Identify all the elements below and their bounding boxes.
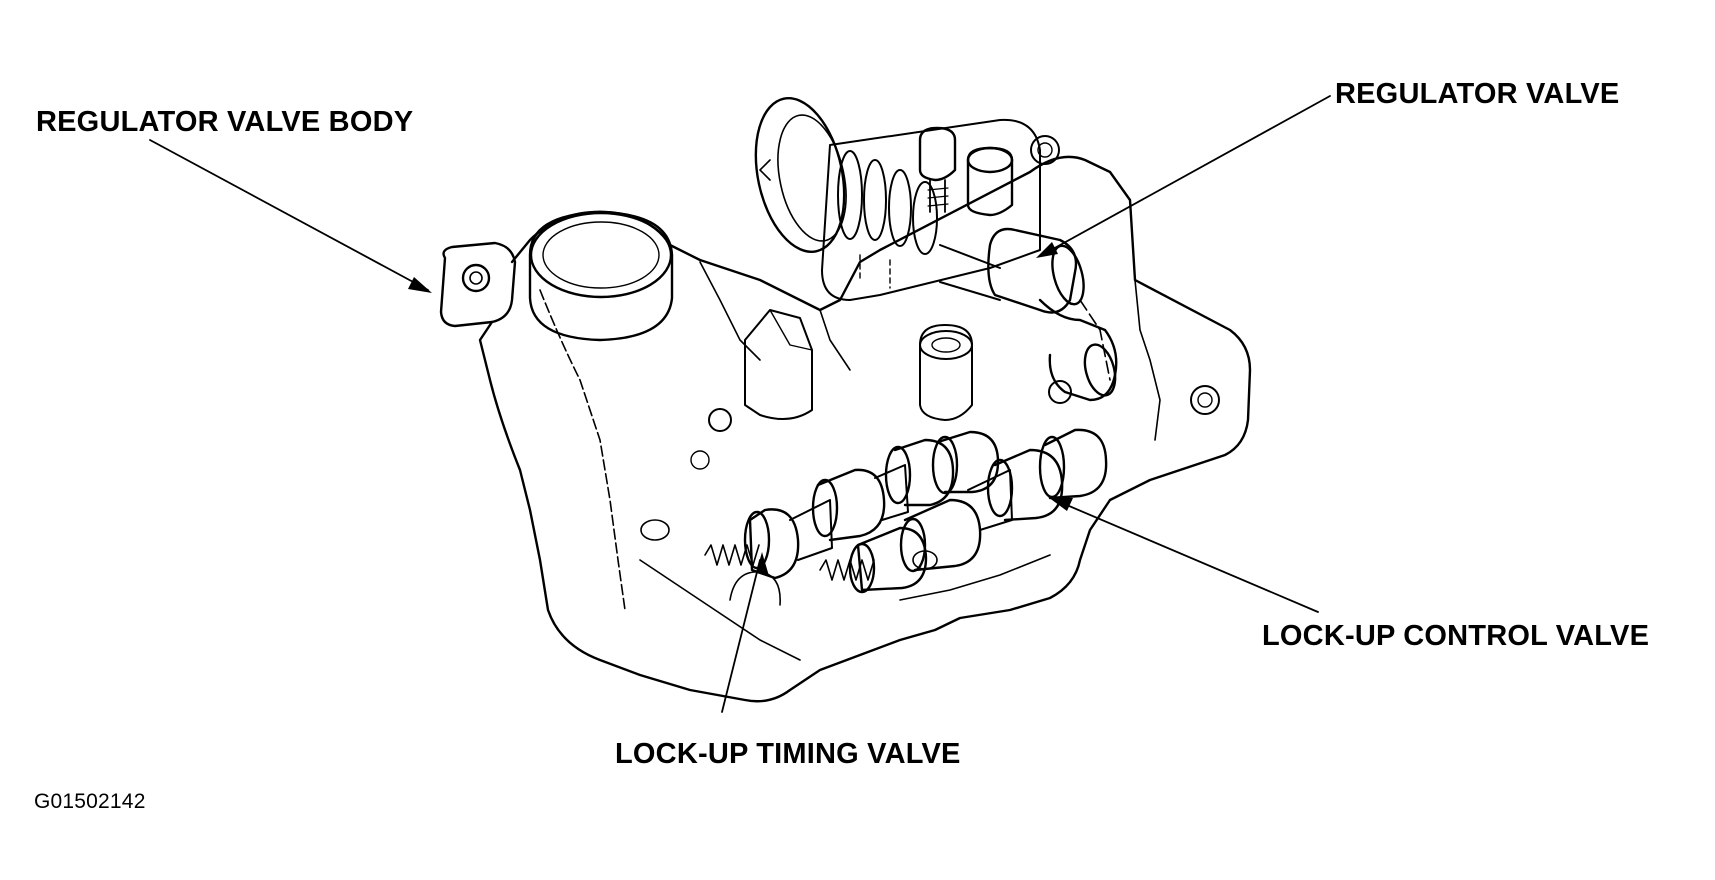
lock-up-control-valve-spool bbox=[819, 428, 1108, 594]
label-regulator-valve: REGULATOR VALVE bbox=[1335, 78, 1620, 110]
figure-code: G01502142 bbox=[34, 790, 146, 813]
arrowhead-lock-up-control-valve bbox=[1048, 497, 1073, 511]
leader-lines bbox=[149, 95, 1331, 713]
regulator-valve-assembly bbox=[754, 97, 1118, 402]
body-bosses bbox=[640, 135, 1220, 606]
lock-up-timing-valve-spool bbox=[704, 430, 1000, 580]
valve-body-housing bbox=[439, 155, 1252, 703]
arrowhead-lock-up-timing-valve bbox=[756, 552, 769, 576]
leader-regulator-valve bbox=[1041, 95, 1331, 256]
arrowhead-regulator-valve bbox=[1036, 242, 1058, 258]
leader-regulator-valve-body bbox=[149, 139, 429, 291]
accumulator-cap bbox=[528, 210, 674, 342]
label-regulator-valve-body: REGULATOR VALVE BODY bbox=[36, 106, 414, 138]
arrowheads bbox=[408, 242, 1073, 576]
arrowhead-regulator-valve-body bbox=[408, 277, 432, 293]
leader-lock-up-timing-valve bbox=[721, 559, 761, 713]
label-lock-up-timing-valve: LOCK-UP TIMING VALVE bbox=[615, 738, 961, 770]
label-lock-up-control-valve: LOCK-UP CONTROL VALVE bbox=[1262, 620, 1650, 652]
leader-lock-up-control-valve bbox=[1054, 499, 1319, 613]
